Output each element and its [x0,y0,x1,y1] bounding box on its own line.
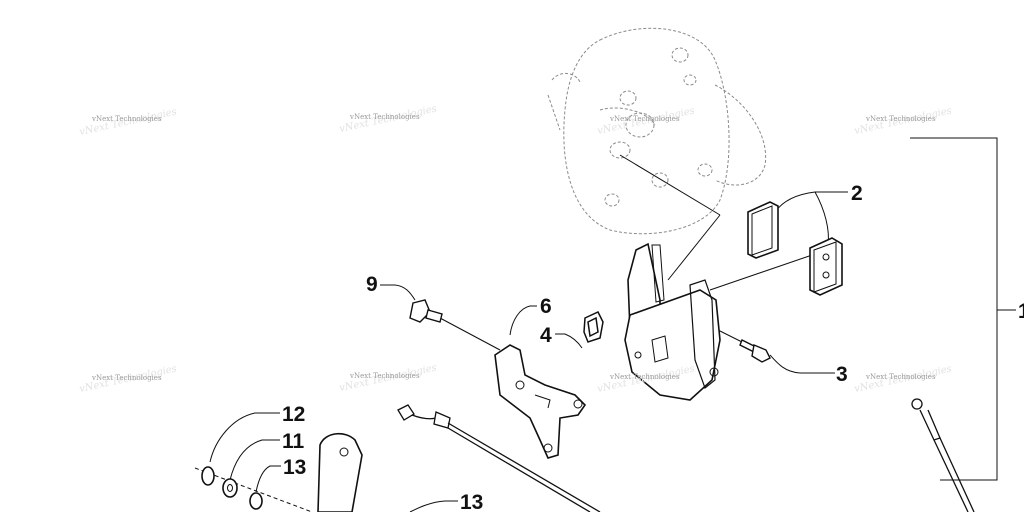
callout-9: 9 [366,273,378,296]
brake-pads [747,201,843,296]
spring-clip [583,311,604,343]
callout-2: 2 [851,182,863,205]
right-cable [911,398,975,512]
brake-cable [397,404,601,512]
watermark: vNext Technologies [349,113,420,121]
screw [409,299,443,323]
callout-13-left: 13 [283,456,306,479]
callout-1: 1 [1018,300,1024,323]
callout-11: 11 [282,430,305,453]
callouts: 1 2 3 4 6 9 12 11 13 13 [282,182,1024,512]
watermark: vNext Technologies [91,374,162,382]
phantom-hub [547,27,767,235]
watermark: vNext Technologies [865,115,936,123]
brake-caliper [624,242,721,401]
watermark: vNext Technologies [91,115,162,123]
watermark: vNext Technologies [609,115,680,123]
lever-arm [194,432,363,512]
watermark: vNext Technologies [349,372,420,380]
callout-3: 3 [836,363,848,386]
callout-13-bottom: 13 [460,491,483,512]
callout-6: 6 [540,295,552,318]
watermark: vNext Technologies [609,373,680,381]
watermark: vNext Technologies [865,373,936,381]
washers [201,466,263,510]
callout-4: 4 [540,324,552,347]
mounting-bracket [494,344,587,459]
bolt [739,339,771,363]
callout-12: 12 [282,403,305,426]
